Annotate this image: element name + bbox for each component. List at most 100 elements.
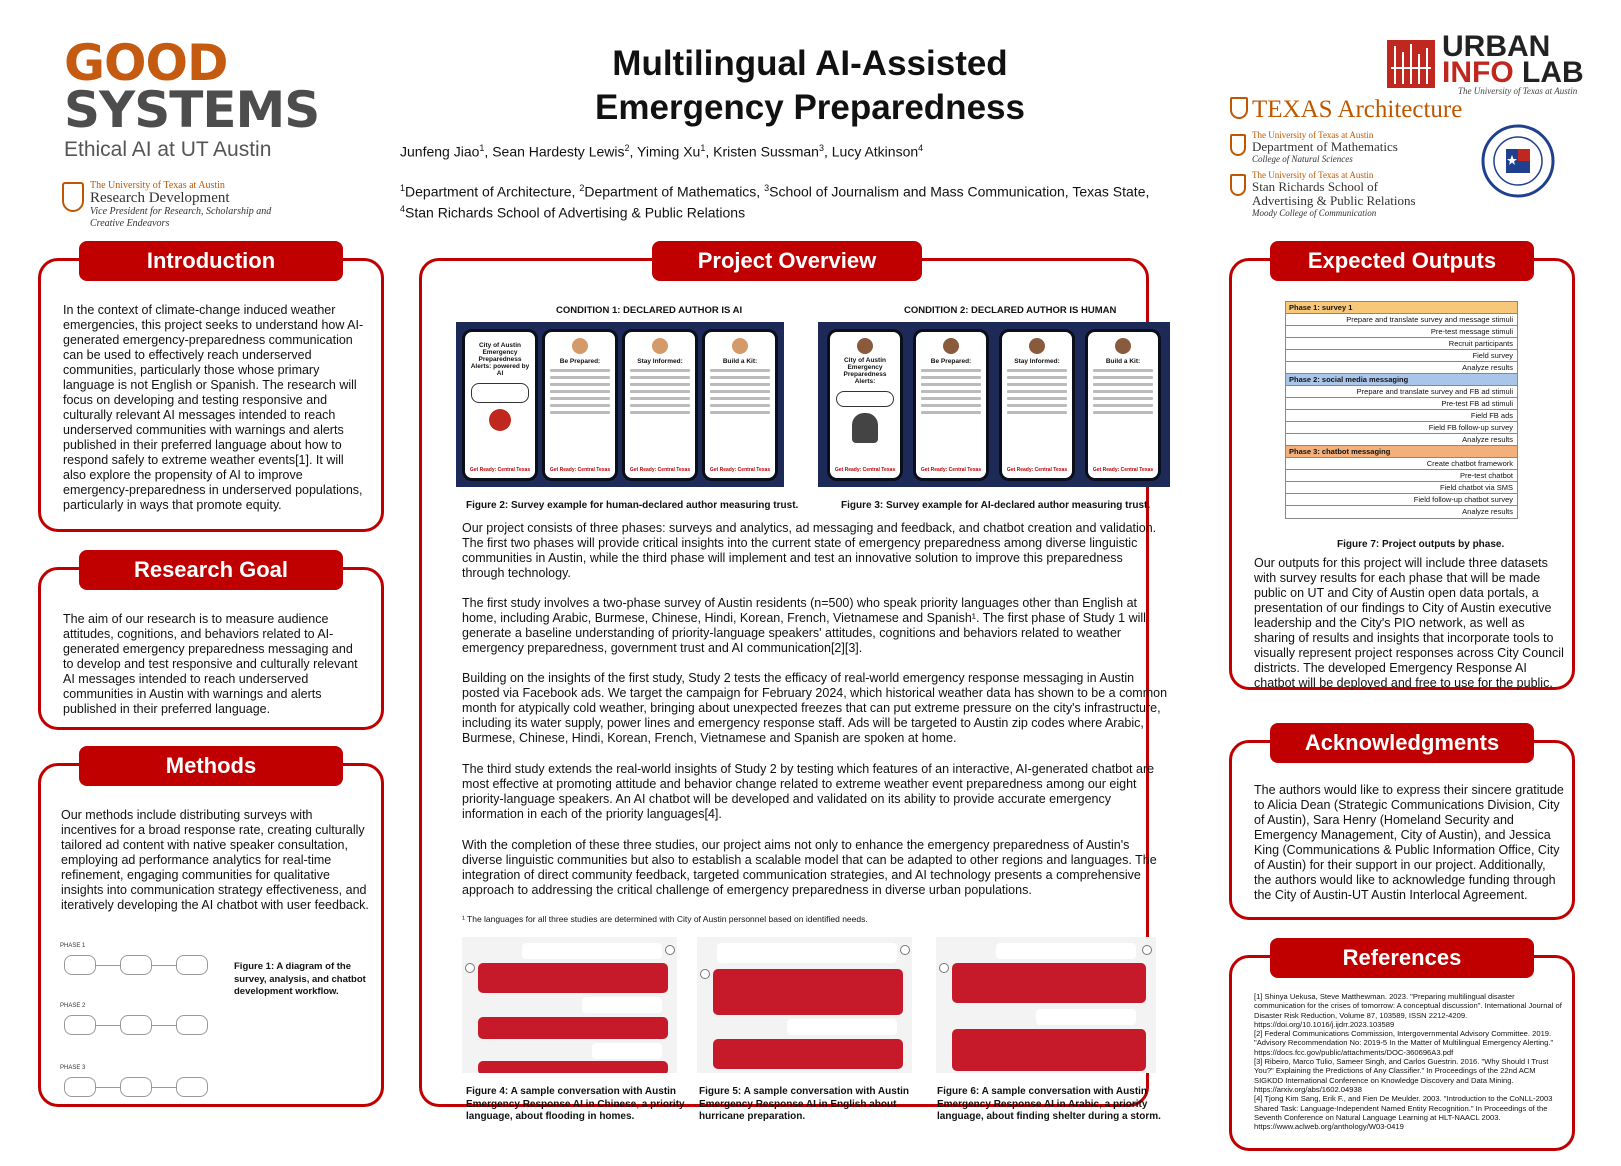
bot-message [713, 969, 903, 1015]
user-message [787, 1019, 897, 1035]
uil-line-1: URBAN [1442, 30, 1551, 63]
avatar [732, 337, 748, 354]
diagram-node [64, 1077, 96, 1097]
avatar [943, 337, 959, 354]
uil-info: INFO [1442, 56, 1514, 89]
table-row: Field follow-up chatbot survey [1286, 494, 1517, 506]
adv-college: Moody College of Communication [1252, 208, 1377, 218]
urban-info-lab-wordmark: URBAN INFO LAB [1442, 30, 1584, 89]
user-avatar-icon [1142, 945, 1152, 955]
ut-shield-icon [1230, 134, 1246, 156]
avatar [1115, 337, 1131, 354]
workflow-diagram: PHASE 1 PHASE 2 PHASE 3 [60, 943, 230, 1115]
figure-2-caption: Figure 2: Survey example for human-decla… [466, 500, 799, 511]
advertising-logo: The University of Texas at Austin Stan R… [1230, 170, 1416, 219]
reference-item: [3] Ribeiro, Marco Tulio, Sameer Singh, … [1254, 1057, 1549, 1094]
references-panel: References [1] Shinya Uekusa, Steve Matt… [1229, 938, 1575, 1151]
author-list: Junfeng Jiao1, Sean Hardesty Lewis2, Yim… [400, 143, 924, 160]
adv-name-2: Advertising & Public Relations [1252, 193, 1416, 208]
texas-architecture-logo: TEXAS Architecture [1230, 96, 1462, 124]
arabic-chat-screenshot [936, 937, 1156, 1073]
speech-bubble [836, 390, 894, 407]
introduction-title: Introduction [79, 241, 343, 281]
reference-item: [4] Tjong Kim Sang, Erik F., and Fien De… [1254, 1094, 1553, 1132]
user-message [582, 997, 662, 1013]
overview-paragraph-2: The first study involves a two-phase sur… [462, 596, 1146, 655]
rd-subtitle: Vice President for Research, Scholarship… [90, 206, 272, 229]
uil-subtitle: The University of Texas at Austin [1458, 86, 1578, 96]
ut-shield-icon [1230, 97, 1248, 119]
condition-1-phone-strip: City of Austin Emergency Preparedness Al… [456, 322, 784, 487]
diagram-arrow [152, 965, 176, 966]
author-affiliation-marker: 4 [918, 143, 924, 153]
diagram-arrow [152, 1087, 176, 1088]
user-message [996, 943, 1136, 959]
user-avatar-icon [665, 945, 675, 955]
affiliation-marker: 3 [764, 183, 770, 193]
bot-message [478, 1017, 668, 1039]
adv-name-1: Stan Richards School of [1252, 179, 1379, 194]
phase-2-label: PHASE 2 [60, 1003, 86, 1009]
phone-header: City of Austin Emergency Preparedness Al… [843, 356, 887, 385]
phone-header: Build a Kit: [722, 357, 758, 365]
phone-footer: Get Ready: Central Texas [920, 466, 982, 473]
overview-paragraph-1: Our project consists of three phases: su… [462, 521, 1157, 580]
bot-avatar-icon [465, 963, 475, 973]
affiliation-marker: 2 [579, 183, 585, 193]
expected-outputs-title: Expected Outputs [1270, 241, 1534, 281]
figure-6-caption: Figure 6: A sample conversation with Aus… [937, 1086, 1161, 1122]
methods-panel: Methods Our methods include distributing… [38, 746, 384, 1107]
ut-shield-icon [62, 182, 84, 212]
english-chat-screenshot [697, 937, 912, 1073]
table-row: Prepare and translate survey and message… [1286, 314, 1517, 326]
table-row: Analyze results [1286, 362, 1517, 374]
rd-university: The University of Texas at Austin [90, 180, 225, 191]
diagram-node [176, 1077, 208, 1097]
logo-good: GOOD [64, 34, 229, 92]
phone-footer: Get Ready: Central Texas [1006, 466, 1068, 473]
phone-mockup: Be Prepared: Get Ready: Central Texas [913, 328, 989, 481]
table-row: Prepare and translate survey and FB ad s… [1286, 386, 1517, 398]
table-row: Analyze results [1286, 434, 1517, 446]
city-of-austin-seal-icon [1481, 124, 1555, 198]
logo-systems: SYSTEMS [64, 81, 320, 139]
avatar [857, 337, 873, 354]
diagram-node [120, 1077, 152, 1097]
chinese-chat-screenshot [462, 937, 677, 1073]
acknowledgments-title: Acknowledgments [1270, 723, 1534, 763]
diagram-node [120, 1015, 152, 1035]
languages-footnote: ¹ The languages for all three studies ar… [462, 914, 868, 924]
user-avatar-icon [900, 945, 910, 955]
table-phase-header: Phase 1: survey 1 [1286, 302, 1517, 314]
bot-message [478, 963, 668, 993]
introduction-panel: Introduction In the context of climate-c… [38, 241, 384, 532]
logo-tagline: Ethical AI at UT Austin [64, 138, 272, 161]
methods-text: Our methods include distributing surveys… [61, 808, 369, 912]
expected-outputs-text: Our outputs for this project will includ… [1254, 556, 1564, 690]
author-affiliation-marker: 3 [818, 143, 824, 153]
avatar [572, 337, 588, 354]
title-line-2: Emergency Preparedness [595, 88, 1025, 127]
affiliation-name: Department of Architecture, [405, 183, 580, 200]
phone-mockup: Build a Kit: Get Ready: Central Texas [1085, 328, 1161, 481]
author-name: Kristen Sussman [713, 143, 819, 160]
author-affiliation-marker: 1 [700, 143, 706, 153]
figure-5-caption: Figure 5: A sample conversation with Aus… [699, 1086, 910, 1122]
bot-avatar-icon [700, 969, 710, 979]
affiliation-marker: 1 [400, 183, 406, 193]
phone-footer: Get Ready: Central Texas [469, 466, 531, 473]
phone-footer: Get Ready: Central Texas [549, 466, 611, 473]
condition-2-label: CONDITION 2: DECLARED AUTHOR IS HUMAN [904, 305, 1117, 316]
affiliation-name: Department of Mathematics, [584, 183, 765, 200]
diagram-node [176, 955, 208, 975]
good-systems-logo: GOOD SYSTEMS Ethical AI at UT Austin [64, 34, 324, 162]
phone-footer: Get Ready: Central Texas [629, 466, 691, 473]
phone-header: Stay Informed: [637, 357, 683, 365]
table-row: Field chatbot via SMS [1286, 482, 1517, 494]
math-college: College of Natural Sciences [1252, 154, 1353, 164]
author-name: Yiming Xu [637, 143, 701, 160]
affiliation-marker: 4 [400, 203, 406, 214]
diagram-arrow [96, 1025, 120, 1026]
figure-3-caption: Figure 3: Survey example for AI-declared… [841, 500, 1151, 511]
